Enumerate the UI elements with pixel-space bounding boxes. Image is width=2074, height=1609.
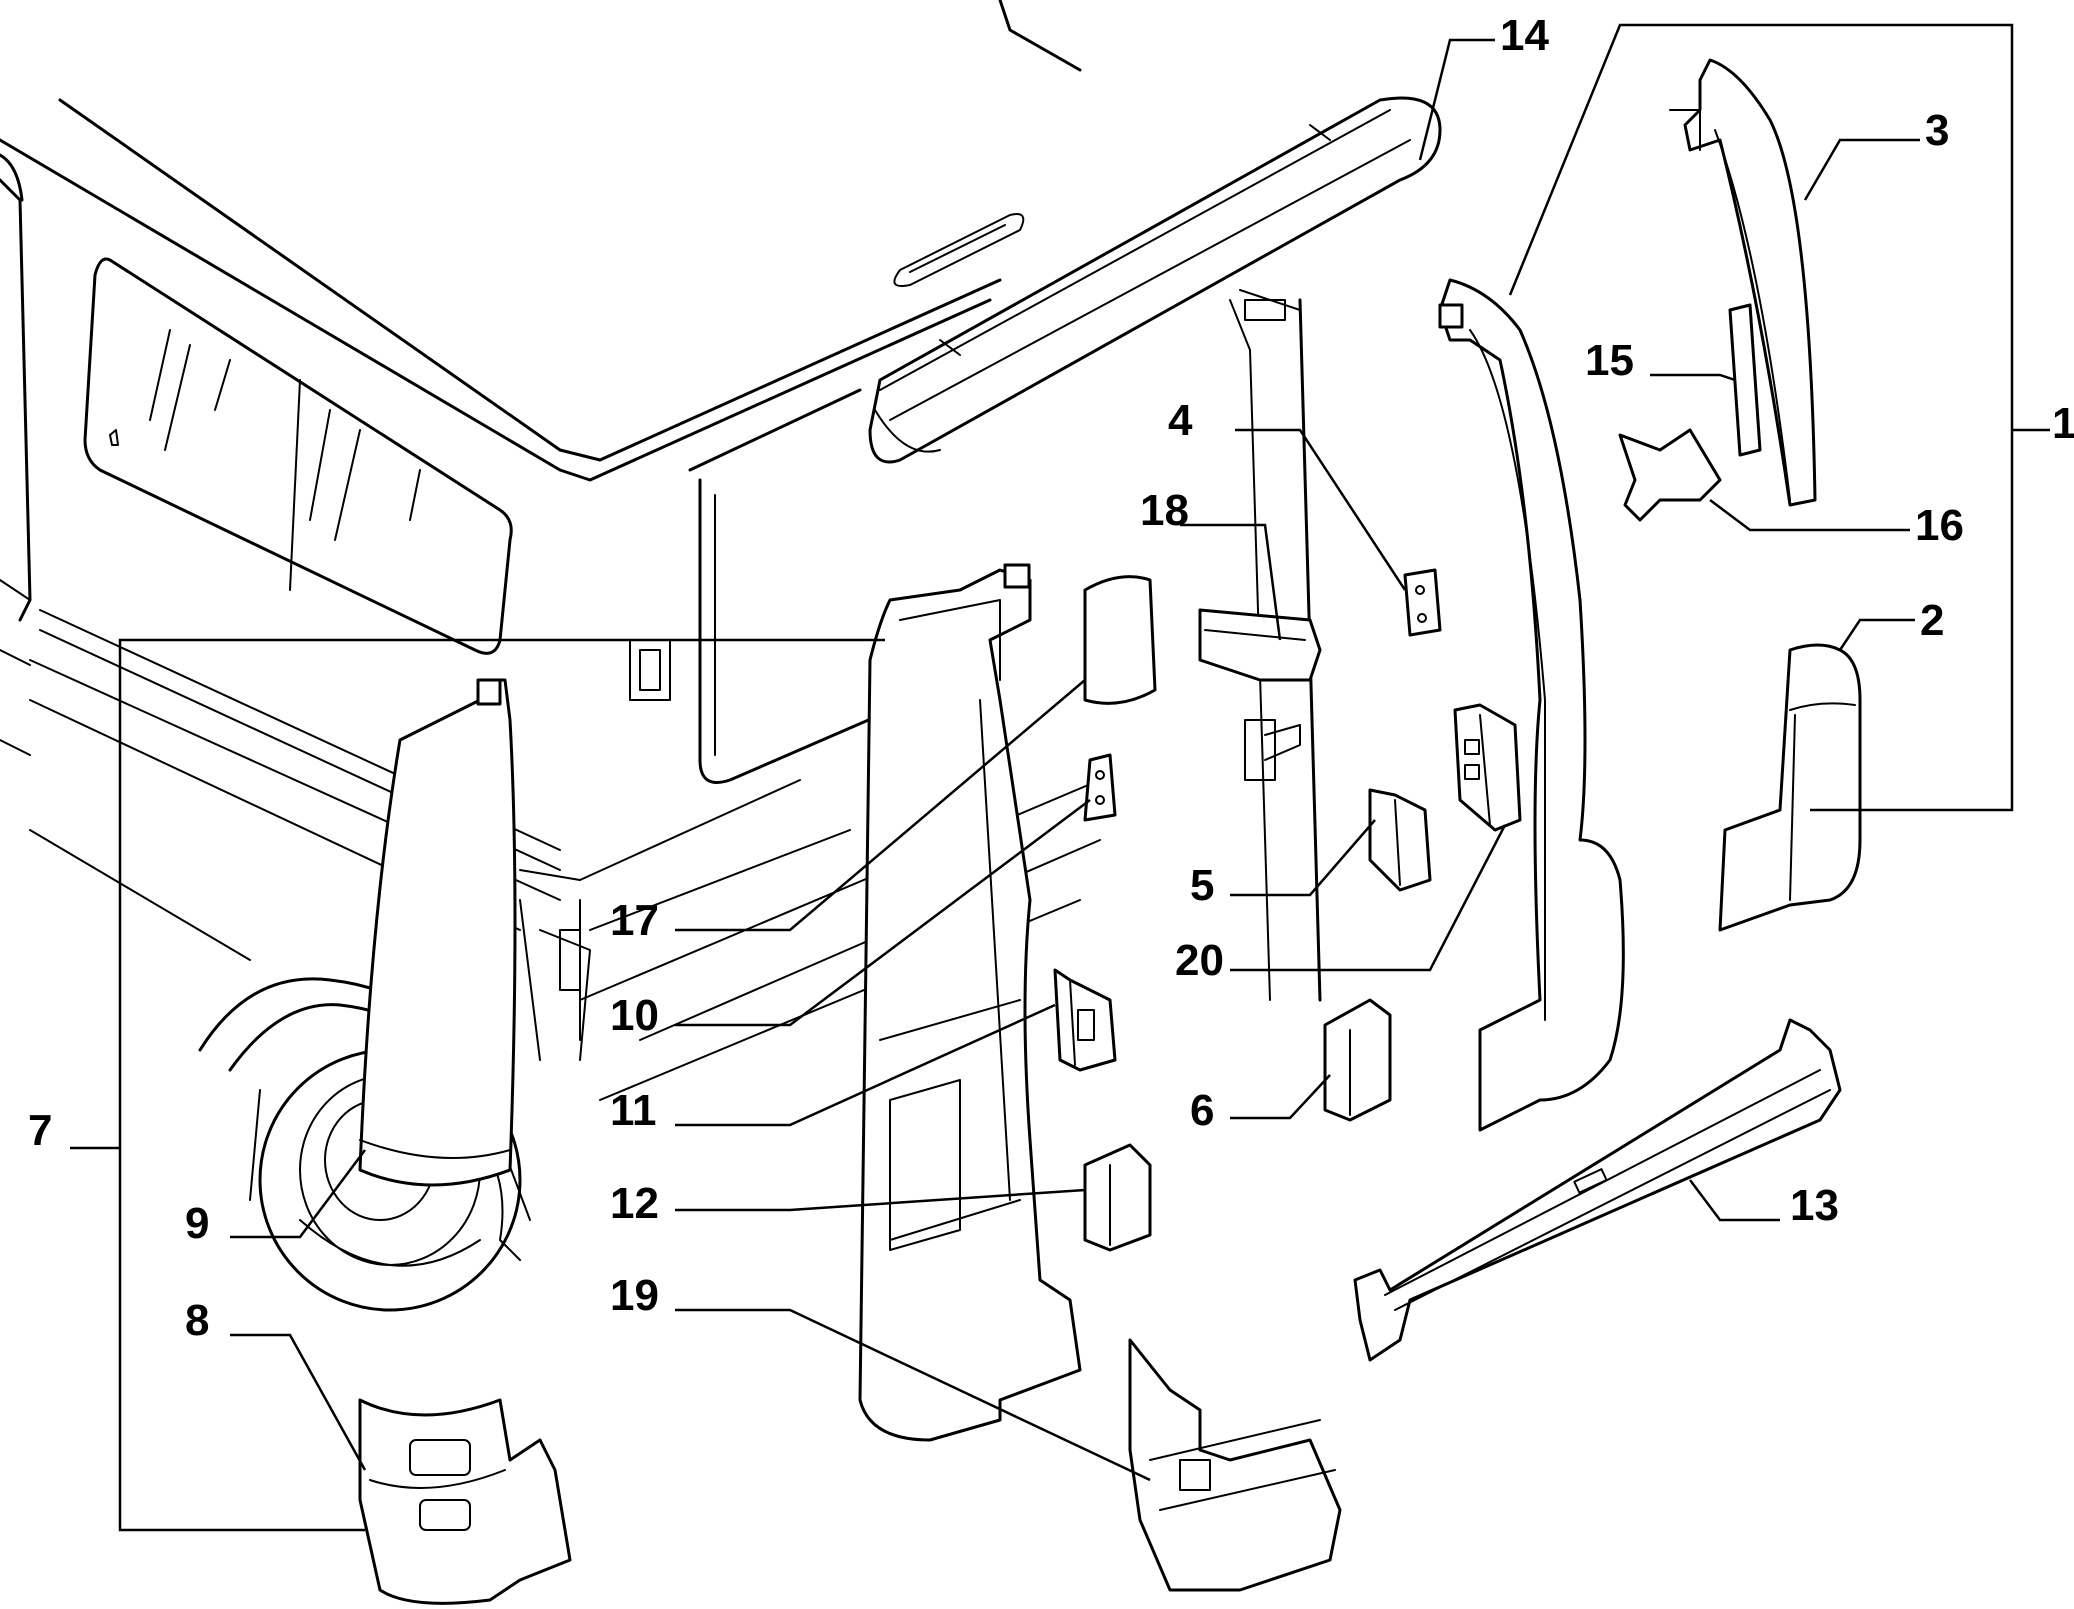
callout-3: 3 (1925, 106, 1949, 155)
leader-lines (70, 23, 2050, 1532)
part-14-roof-rail (868, 96, 1442, 464)
part-19-corner (1128, 1338, 1342, 1592)
callout-12: 12 (610, 1179, 659, 1228)
part-17-cap (1083, 575, 1157, 705)
part-11-bracket (1053, 968, 1117, 1072)
callout-labels: 1 2 3 4 5 6 7 8 9 10 11 12 13 14 15 16 1… (28, 11, 2074, 1345)
callout-7: 7 (28, 1106, 52, 1155)
callout-13: 13 (1790, 1181, 1839, 1230)
part-6-block (1323, 998, 1392, 1122)
callout-15: 15 (1585, 336, 1634, 385)
part-1-pillar-trim (1438, 278, 1625, 1132)
part-18-bracket (1198, 608, 1322, 682)
callout-2: 2 (1920, 596, 1944, 645)
callout-10: 10 (610, 991, 659, 1040)
part-7-rear-pillar (858, 563, 1082, 1442)
part-13-sill (1353, 1018, 1842, 1362)
callout-11: 11 (610, 1086, 657, 1135)
callout-16: 16 (1915, 501, 1964, 550)
window-glass-lines (149, 329, 421, 541)
callout-18: 18 (1140, 486, 1189, 535)
part-10-plate (1083, 753, 1117, 822)
part-16-clip (1618, 428, 1722, 522)
part-20-bracket (1453, 703, 1522, 832)
part-3-upper-trim (1669, 58, 1817, 507)
callout-19: 19 (610, 1271, 659, 1320)
callout-17: 17 (610, 896, 659, 945)
part-2-corner-cap (1718, 643, 1862, 932)
part-12-block (1083, 1143, 1152, 1252)
part-8-lower-cover (358, 1398, 572, 1605)
callout-6: 6 (1190, 1086, 1214, 1135)
callout-14: 14 (1500, 11, 1549, 60)
callout-9: 9 (185, 1199, 209, 1248)
callout-8: 8 (185, 1296, 209, 1345)
callout-4: 4 (1168, 396, 1193, 445)
callout-5: 5 (1190, 861, 1214, 910)
part-5-bracket (1368, 788, 1432, 892)
callout-1: 1 (2052, 399, 2074, 448)
part-9-pillar-cover (358, 678, 517, 1187)
part-4-plate (1403, 568, 1442, 637)
callout-20: 20 (1175, 936, 1224, 985)
part-15-strip (1728, 303, 1762, 457)
